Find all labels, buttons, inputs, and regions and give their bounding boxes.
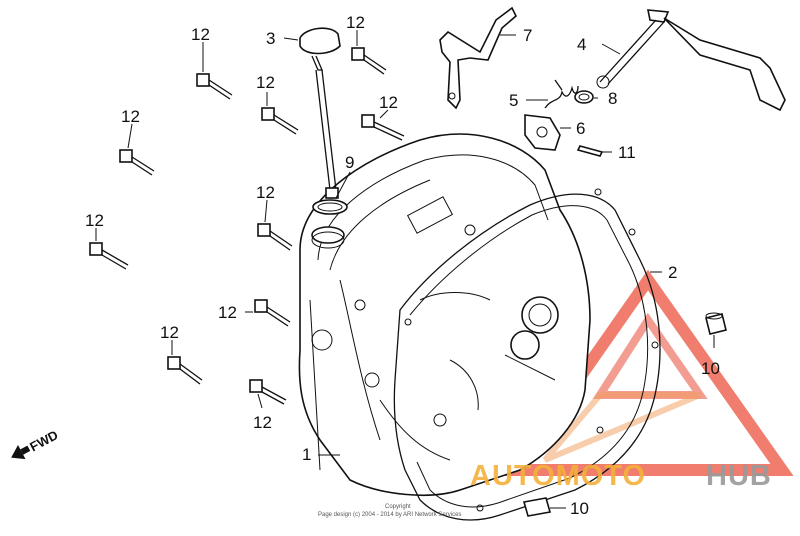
callout-9: 9 (345, 153, 354, 172)
bracket (439, 6, 517, 110)
fwd-label: FWD (27, 427, 60, 454)
collar-ring (574, 90, 594, 104)
bolt (351, 47, 387, 75)
callout-10-upper: 10 (701, 359, 720, 378)
watermark-text-hub: HUB (706, 460, 772, 492)
callout-12: 12 (256, 73, 275, 92)
bolt (196, 73, 233, 100)
callout-labels: 1 2 3 4 5 6 7 8 9 10 10 11 12 12 12 12 1… (85, 13, 720, 518)
copyright-text: Page design (c) 2004 - 2014 by ARI Netwo… (318, 512, 461, 518)
callout-12: 12 (191, 25, 210, 44)
bolt (89, 242, 129, 270)
forward-direction-indicator: FWD (11, 427, 60, 460)
watermark-wordmark: AUTOMOTO HUB (470, 460, 772, 492)
callout-12: 12 (256, 183, 275, 202)
callout-8: 8 (608, 89, 617, 108)
callout-12: 12 (346, 13, 365, 32)
callout-1: 1 (302, 445, 311, 464)
callout-5: 5 (509, 91, 518, 110)
callout-12: 12 (218, 303, 237, 322)
bolt (257, 223, 293, 251)
oil-dipstick (299, 27, 341, 199)
callout-12: 12 (379, 93, 398, 112)
bolt (119, 149, 155, 176)
bolt (361, 114, 405, 141)
callout-4: 4 (577, 35, 586, 54)
dowel-pin-lower (522, 497, 552, 517)
o-ring (312, 199, 348, 215)
callout-2: 2 (668, 263, 677, 282)
shift-arm (596, 9, 786, 112)
callout-12: 12 (253, 413, 272, 432)
spring-pin (576, 145, 604, 157)
stopper-plate (524, 114, 561, 151)
bolt-set (89, 47, 405, 405)
dowel-pin-upper (705, 312, 727, 335)
bolt (249, 379, 287, 405)
bolt (254, 299, 291, 327)
cover-gasket (393, 188, 661, 521)
callout-6: 6 (576, 119, 585, 138)
callout-11: 11 (618, 143, 636, 162)
copyright-heading: Copyright (385, 504, 411, 510)
leader-lines (95, 30, 715, 509)
callout-3: 3 (266, 29, 275, 48)
return-spring (544, 79, 579, 109)
callout-12: 12 (85, 211, 104, 230)
callout-10-lower: 10 (570, 499, 589, 518)
callout-12: 12 (160, 323, 179, 342)
crankcase-cover (298, 133, 591, 496)
arrow-left-icon (11, 444, 26, 460)
callout-12: 12 (121, 107, 140, 126)
bolt (261, 107, 299, 135)
watermark-text-automoto: AUTOMOTO (470, 460, 646, 492)
callout-7: 7 (523, 26, 532, 45)
bolt (167, 356, 203, 385)
